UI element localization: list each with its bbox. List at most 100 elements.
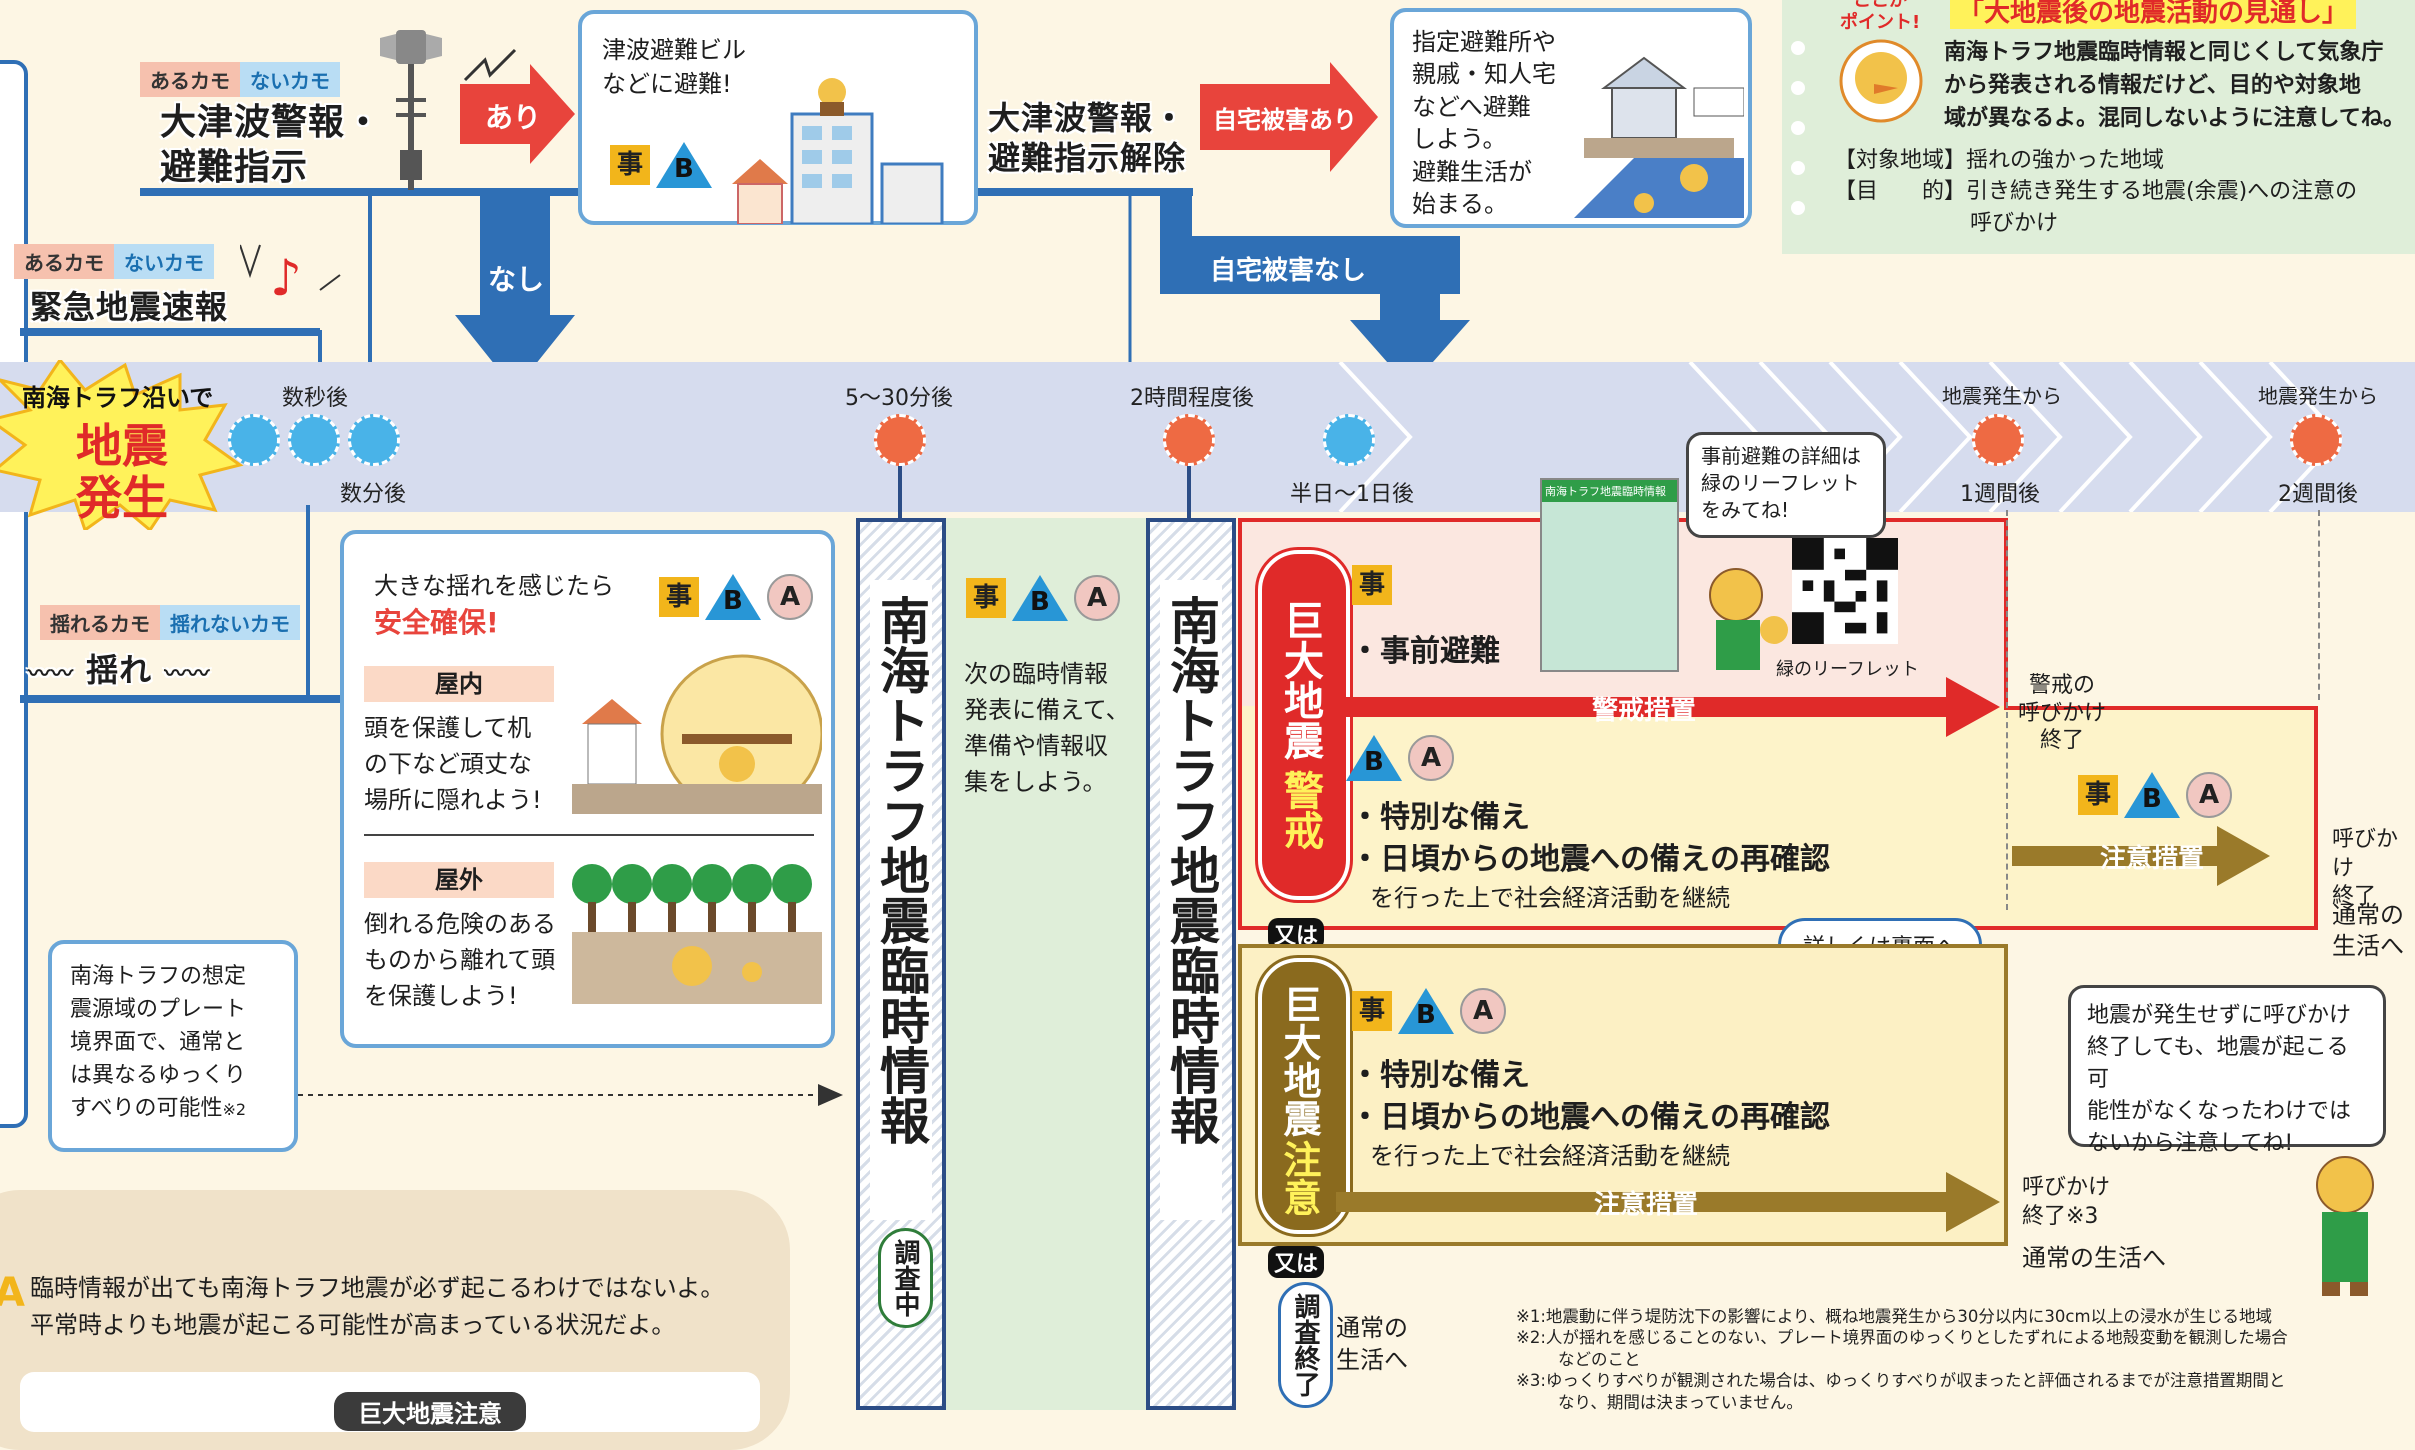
slip-text: 南海トラフの想定 震源域のプレート 境界面で、通常と は異なるゆっくり すべりの… [70, 964, 247, 1121]
footnote-3a: ※3:ゆっくりすべりが観測された場合は、ゆっくりすべりが収まったと評価されるまで… [1516, 1371, 2286, 1391]
arrow-no-label: なし [488, 263, 545, 296]
arrow-no [455, 195, 575, 390]
tl-dot-1 [228, 414, 280, 466]
warning-ji-icon: 事 [1352, 565, 1392, 605]
icon-group-warning-ba: B A [1346, 735, 1454, 781]
tag-maybe: あるカモ [140, 62, 240, 97]
icon-group-after-warning: 事 B A [2078, 772, 2232, 818]
icon-group-prep: 事 B A [966, 575, 1120, 621]
caution-end: 呼びかけ 終了※3 [2022, 1175, 2111, 1229]
arrow-yes-label: あり [485, 101, 542, 134]
shake-box: 大きな揺れを感じたら 安全確保! 事 B A 屋内 頭を保護して机 の下など頑丈… [340, 530, 835, 1048]
rinji-column-2-inner [1160, 580, 1222, 1220]
rinji-sub-1: 調査中 [878, 1228, 933, 1328]
damage-no-stem [1160, 188, 1192, 258]
ji-icon: 事 [610, 145, 650, 185]
left-edge-panel [0, 60, 28, 1128]
evac-line-2: などに避難! [602, 69, 732, 98]
icon-group-evac: 事 B [610, 142, 712, 188]
tl-seconds: 数秒後 [282, 386, 349, 411]
outdoor-label: 屋外 [364, 862, 554, 898]
damage-no-label: 自宅被害なし [1210, 256, 1367, 286]
eew-tags: あるカモ ないカモ [14, 244, 214, 279]
tl-dot-2 [288, 414, 340, 466]
caution-measure-label: 注意措置 [1594, 1190, 1699, 1220]
slip-dotted-arrow [298, 1084, 843, 1106]
tsunami-evac-box: 津波避難ビル などに避難! 事 B [578, 10, 978, 225]
survey-end-normal: 通常の 生活へ [1336, 1314, 1408, 1375]
outdoor-text: 倒れる危険のある ものから離れて頭 を保護しよう! [364, 910, 556, 1010]
point-label: ここが ポイント! [1840, 0, 1921, 33]
quake-line-3: 発生 [76, 471, 168, 525]
mascot-point [1839, 39, 1923, 123]
footnote-1: ※1:地震動に伴う堤防沈下の影響により、概ね地震発生から30分以内に30cm以上… [1516, 1307, 2273, 1326]
mascot-leaflet [1709, 568, 1788, 670]
shake-lead: 大きな揺れを感じたら 安全確保! [374, 572, 614, 639]
prep-text: 次の臨時情報 発表に備えて、 準備や情報収 集をしよう。 [964, 660, 1130, 796]
caution-pill [1255, 955, 1353, 1237]
quake-line-1: 南海トラフ沿いで [22, 384, 214, 412]
footnote-2b: などのこと [1558, 1349, 1641, 1369]
point-purpose: 【目 的】引き続き発生する地震(余震)への注意の 呼びかけ [1834, 179, 2358, 236]
shake-tag-maybe: 揺れるカモ [40, 605, 160, 640]
svg-text:♪: ♪ [270, 249, 302, 307]
sound-wave-icon [463, 48, 517, 82]
warning-normal: 通常の 生活へ [2332, 901, 2404, 961]
eew-tag-maybe: あるカモ [14, 244, 114, 279]
tl-dot-2hours [1163, 414, 1215, 466]
warning-label-main: 巨大地震 [1277, 600, 1323, 760]
footnotes: ※1:地震動に伴う堤防沈下の影響により、概ね地震発生から30分以内に30cm以上… [1516, 1306, 2288, 1413]
tl-half-day: 半日〜1日後 [1290, 482, 1414, 507]
quake-line-2: 地震 [76, 419, 168, 473]
point-headline: 「大地震後の地震活動の見通し」 [1950, 0, 2357, 29]
arrow-yes [460, 64, 575, 164]
caution-item-1: ・特別な備え [1350, 1058, 1530, 1093]
warning-item-3: を行った上で社会経済活動を継続 [1370, 884, 1730, 912]
caution-item-2: ・日頃からの地震への備えの再確認 [1350, 1100, 1830, 1135]
quake-burst [0, 360, 244, 530]
warning-prior-evac: ・事前避難 [1350, 634, 1500, 669]
shelter-illustration [1574, 56, 1744, 218]
tl-dot-half-day [1323, 414, 1375, 466]
indoor-text: 頭を保護して机 の下など頑丈な 場所に隠れよう! [364, 714, 542, 814]
warning-border-right [2314, 706, 2318, 930]
outdoor-illustration [572, 864, 822, 1004]
point-dots [1791, 41, 1805, 215]
tsunami-tags: あるカモ ないカモ [140, 62, 340, 97]
shake-line [20, 695, 340, 703]
caution-label-main: 巨大地震 [1277, 985, 1321, 1137]
indoor-label: 屋内 [364, 666, 554, 702]
eew-tag-not: ないカモ [114, 244, 214, 279]
warning-item-1: ・特別な備え [1350, 800, 1530, 835]
mascot-note [2316, 1156, 2374, 1296]
footnote-3b: なり、期間は決まっていません。 [1558, 1392, 1803, 1412]
evac-line-1: 津波避難ビル [602, 36, 746, 64]
prep-panel [946, 518, 1146, 1410]
icon-group-caution: 事 B A [1352, 988, 1506, 1034]
dot-connector-2 [1187, 466, 1191, 520]
tl-week2: 2週間後 [2278, 482, 2358, 507]
icon-group-shake: 事 B A [659, 574, 813, 620]
tl-from-1: 地震発生から [1942, 384, 2062, 408]
slip-box: 南海トラフの想定 震源域のプレート 境界面で、通常と は異なるゆっくり すべりの… [48, 940, 298, 1152]
after-warning-caution-arrow [2012, 826, 2270, 886]
note-bubble: 地震が発生せずに呼びかけ 終了しても、地震が起こる可 能性がなくなったわけでは … [2068, 985, 2386, 1156]
tl-minutes: 数分後 [340, 482, 407, 507]
rinji-title-2: 南海トラフ地震臨時情報 [1162, 595, 1220, 1145]
shake-title: 〰〰 揺れ 〰〰 [28, 651, 211, 689]
caution-item-3: を行った上で社会経済活動を継続 [1370, 1142, 1730, 1170]
tl-2hours: 2時間程度後 [1130, 386, 1254, 411]
tsunami-warning-title: 大津波警報・ 避難指示 [160, 102, 383, 188]
leaflet-caption: 緑のリーフレット [1776, 659, 1919, 680]
warning-item-2: ・日頃からの地震への備えの再確認 [1350, 842, 1830, 877]
leaflet-doc: 南海トラフ地震臨時情報 [1540, 478, 1679, 672]
siren-icon [380, 30, 442, 190]
caution-normal: 通常の生活へ [2022, 1244, 2166, 1272]
rinji-title-1: 南海トラフ地震臨時情報 [872, 595, 930, 1145]
indoor-illustration [572, 654, 822, 814]
rinji-column-1-inner [870, 580, 932, 1220]
music-note-icon: ♪ [240, 244, 341, 307]
warning-measure-arrow [1336, 677, 2000, 737]
damage-no-bar [1160, 236, 1460, 294]
arrow-damage-yes [1200, 62, 1378, 172]
